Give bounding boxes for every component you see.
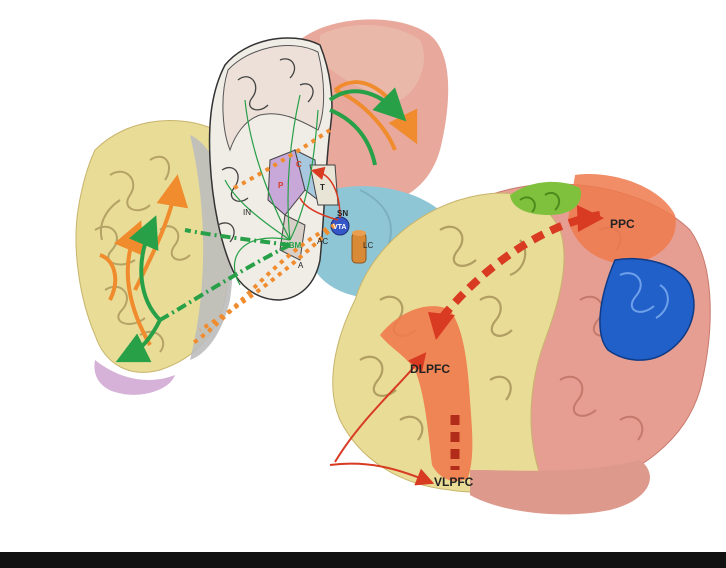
label-sn: SN xyxy=(337,209,348,218)
lc-marker xyxy=(351,230,367,264)
label-lc: LC xyxy=(363,241,373,250)
labels: PPC DLPFC VLPFC SN VTA LC NBM IN AC A T … xyxy=(243,160,635,489)
red-arrows xyxy=(329,205,604,486)
label-in: IN xyxy=(243,208,251,217)
ppc-region xyxy=(568,174,676,264)
label-vta: VTA xyxy=(333,224,346,231)
occipital-region xyxy=(599,258,695,361)
brain-illustration: PPC DLPFC VLPFC SN VTA LC NBM IN AC A T … xyxy=(75,19,711,515)
label-vlpfc: VLPFC xyxy=(434,475,474,489)
label-t: T xyxy=(320,183,325,192)
label-nbm: NBM xyxy=(283,241,302,250)
pfc-band xyxy=(380,306,473,482)
label-ppc: PPC xyxy=(610,217,635,231)
bottom-bar xyxy=(0,552,726,568)
label-a: A xyxy=(298,261,304,270)
lateral-brain xyxy=(332,174,711,515)
green-projections xyxy=(115,87,407,363)
label-p: P xyxy=(278,181,284,190)
label-ac: AC xyxy=(317,237,328,246)
label-c: C xyxy=(296,160,302,169)
sensorimotor-region xyxy=(510,181,581,215)
label-dlpfc: DLPFC xyxy=(410,362,450,376)
